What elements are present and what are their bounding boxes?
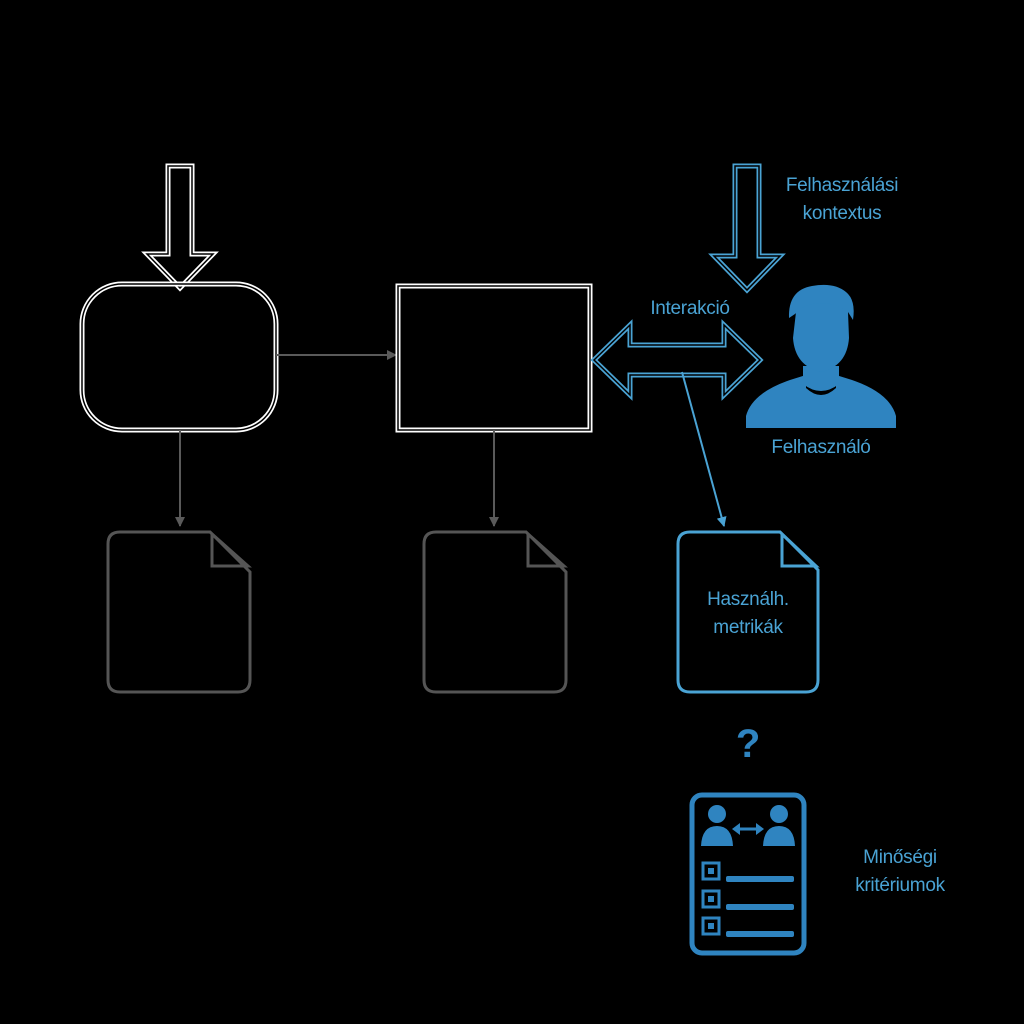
interaction-label: Interakció: [620, 295, 760, 323]
interaction-label-text: Interakció: [650, 298, 730, 319]
quality-criteria-label-line2: kritériumok: [855, 875, 945, 896]
interaction-double-arrow: [590, 319, 764, 401]
usage-context-label: Felhasználási kontextus: [762, 172, 922, 228]
question-mark-text: ?: [735, 722, 761, 766]
usage-metrics-label: Használh. metrikák: [678, 586, 818, 642]
criteria-document-icon: [689, 792, 807, 956]
user-label-text: Felhasználó: [771, 437, 871, 458]
quality-criteria-label-line1: Minőségi: [863, 847, 937, 868]
document-icon: [106, 530, 252, 694]
usage-metrics-label-line2: metrikák: [713, 617, 783, 638]
user-label: Felhasználó: [741, 434, 901, 462]
usage-context-label-line1: Felhasználási: [785, 175, 899, 196]
quality-criteria-label: Minőségi kritériumok: [820, 844, 980, 900]
system-box-square: [395, 283, 593, 433]
document-icon: [422, 530, 568, 694]
usage-context-label-line2: kontextus: [802, 203, 882, 224]
usage-metrics-label-line1: Használh.: [707, 589, 789, 610]
usage-metrics-document: [676, 530, 820, 694]
input-arrow-white: [141, 163, 219, 292]
usage-context-arrow: [708, 163, 786, 294]
user-icon: [746, 284, 896, 428]
process-box-rounded: [79, 281, 279, 433]
question-mark: ?: [708, 722, 788, 766]
connector-interaction-to-metrics: [681, 371, 727, 527]
